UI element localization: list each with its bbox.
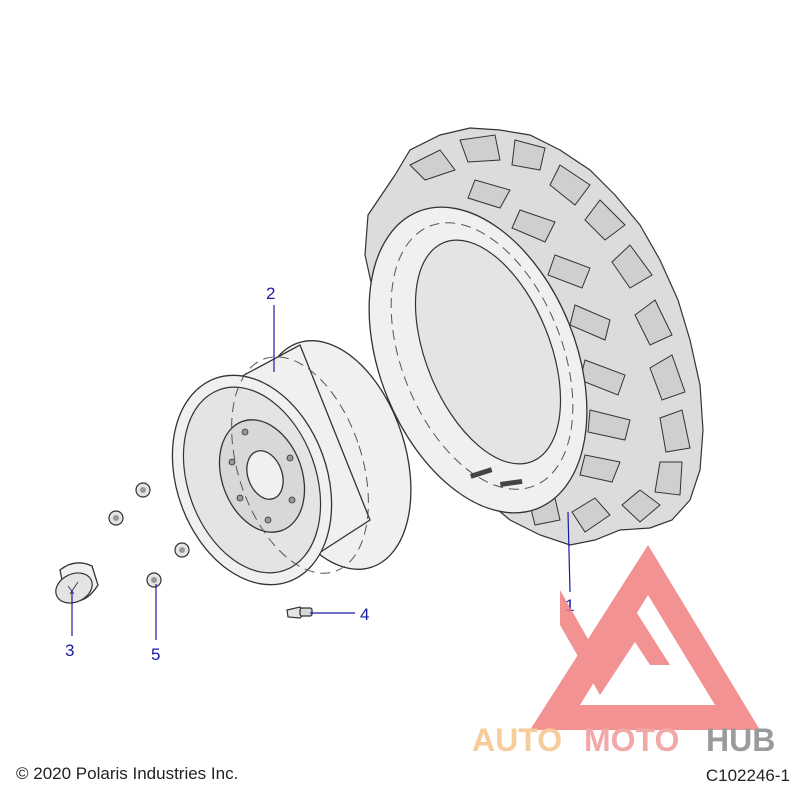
- automotohub-watermark: AUTO MOTO HUB: [472, 545, 775, 758]
- callout-3-label: 3: [65, 641, 74, 660]
- callout-1-label: 1: [565, 596, 574, 615]
- watermark-hub: HUB: [706, 722, 775, 758]
- watermark-auto: AUTO: [472, 722, 562, 758]
- wheel-rim: [171, 340, 412, 586]
- callout-2-label: 2: [266, 284, 275, 303]
- diagram-code: C102246-1: [705, 766, 790, 785]
- callout-4-label: 4: [360, 605, 369, 624]
- copyright-text: © 2020 Polaris Industries Inc.: [16, 764, 239, 783]
- lug-nut: [146, 572, 162, 588]
- center-cap: [55, 562, 99, 604]
- callout-5-label: 5: [151, 645, 160, 664]
- rim-hub-bore: [246, 450, 284, 500]
- watermark-moto: MOTO: [584, 722, 679, 758]
- tread-blocks: [409, 134, 691, 533]
- rim-bead-seat-line: [231, 356, 369, 574]
- tire: [364, 127, 704, 546]
- lug-nut: [135, 482, 151, 498]
- tire-sidewall-lettering: [470, 467, 523, 487]
- rim-lug-holes: [228, 428, 296, 524]
- lug-nuts: [108, 482, 190, 588]
- callout-1-leader: [567, 511, 571, 593]
- lug-nut: [174, 542, 190, 558]
- tire-bead: [414, 239, 562, 465]
- lug-nut: [108, 510, 124, 526]
- valve-stem: [286, 606, 313, 619]
- watermark-logo-triangle: [530, 545, 760, 730]
- watermark-logo-mark: [560, 590, 670, 695]
